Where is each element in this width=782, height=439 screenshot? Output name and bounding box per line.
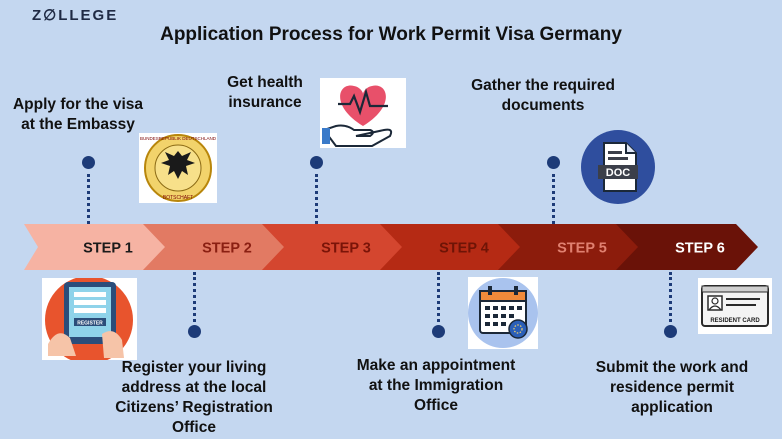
step-3-caption: Get health insurance — [227, 74, 303, 111]
doc-text: DOC — [606, 167, 631, 179]
step-1-connector-line — [87, 174, 90, 224]
register-tablet-icon: REGISTER — [42, 276, 137, 364]
step-6-caption: Submit the work and residence permit app… — [595, 359, 749, 416]
step-2-label: STEP 2 — [202, 241, 252, 257]
step-5-arrow — [498, 224, 640, 270]
health-heart-hand-icon — [320, 78, 406, 148]
step-6-arrow — [616, 224, 758, 270]
embassy-seal-icon: BUNDESREPUBLIK DEUTSCHLAND BOTSCHAFT — [139, 133, 217, 203]
step-arrows: STEP 1 STEP 2 STEP 3 STEP 4 STEP 5 STEP 6 — [24, 224, 758, 270]
step-3-connector-dot — [310, 156, 323, 169]
seal-top-text: BUNDESREPUBLIK DEUTSCHLAND — [140, 136, 217, 141]
step-3-label: STEP 3 — [321, 241, 371, 257]
step-2-caption: Register your living address at the loca… — [115, 359, 273, 436]
step-3-arrow — [262, 224, 404, 270]
step-6-connector-line — [669, 272, 672, 322]
step-4-arrow — [380, 224, 522, 270]
step-5-caption: Gather the required documents — [471, 77, 615, 114]
step-4-connector-line — [437, 272, 440, 322]
seal-bottom-text: BOTSCHAFT — [163, 195, 193, 201]
page-title: Application Process for Work Permit Visa… — [160, 24, 622, 45]
step-2-connector-line — [193, 272, 196, 322]
step-6-label: STEP 6 — [675, 241, 725, 257]
step-4-label: STEP 4 — [439, 241, 489, 257]
step-1-arrow — [24, 224, 166, 270]
step-2-connector-dot — [188, 325, 201, 338]
brand-logo: Z∅LLEGE — [32, 7, 119, 24]
step-1-connector-dot — [82, 156, 95, 169]
doc-file-icon: DOC — [580, 129, 656, 205]
step-6-connector-dot — [664, 325, 677, 338]
register-text: REGISTER — [77, 321, 103, 327]
step-1-label: STEP 1 — [83, 241, 133, 257]
calendar-icon — [468, 277, 538, 349]
step-2-arrow — [143, 224, 285, 270]
step-5-connector-line — [552, 174, 555, 224]
step-4-connector-dot — [432, 325, 445, 338]
step-3-connector-line — [315, 174, 318, 224]
step-4-caption: Make an appointment at the Immigration O… — [356, 357, 516, 414]
step-5-connector-dot — [547, 156, 560, 169]
resident-card-icon: RESIDENT CARD — [698, 278, 772, 334]
resident-card-text: RESIDENT CARD — [710, 318, 760, 324]
step-5-label: STEP 5 — [557, 241, 607, 257]
step-1-caption: Apply for the visa at the Embassy — [12, 96, 144, 133]
